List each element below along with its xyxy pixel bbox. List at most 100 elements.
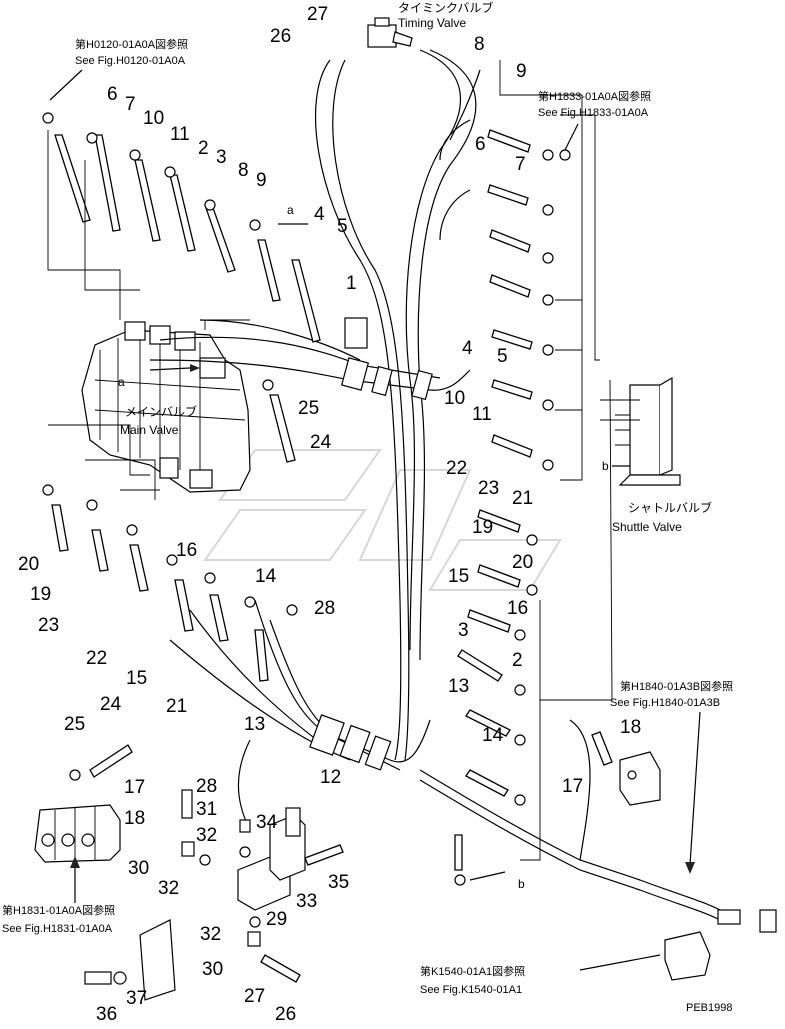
arrow-b-bottom xyxy=(469,871,506,881)
callout-23b: 23 xyxy=(38,615,59,636)
callout-17b: 17 xyxy=(124,777,145,798)
callout-2: 2 xyxy=(198,138,209,159)
ref-h1840-en: See Fig.H1840-01A3B xyxy=(610,697,720,709)
callout-4b: 4 xyxy=(462,338,473,359)
callout-11: 11 xyxy=(170,124,190,145)
callout-13b: 13 xyxy=(448,676,469,697)
callout-6: 6 xyxy=(107,84,118,105)
ref-h0120-leader xyxy=(49,69,83,101)
ref-h1833-en: See Fig.H1833-01A0A xyxy=(538,107,649,119)
callout-28: 28 xyxy=(314,598,335,619)
callout-14b: 14 xyxy=(482,725,504,746)
view-marker-a-top: a xyxy=(287,203,294,217)
timing-valve xyxy=(367,17,413,48)
callout-9: 9 xyxy=(516,61,527,82)
junction-block xyxy=(84,789,344,1001)
hose-clamps xyxy=(309,317,433,771)
callout-6b: 6 xyxy=(475,134,486,155)
main-valve xyxy=(81,321,251,493)
ref-h1840-leader xyxy=(689,711,701,866)
callout-27: 27 xyxy=(307,4,328,25)
callout-7: 7 xyxy=(125,94,136,115)
callout-24: 24 xyxy=(310,432,332,453)
ref-k1540-leader xyxy=(579,954,661,971)
shuttle-valve-label-en: Shuttle Valve xyxy=(612,520,682,534)
pilot-valve-block xyxy=(34,804,121,863)
callout-21b: 21 xyxy=(166,696,187,717)
callout-33: 33 xyxy=(296,891,317,912)
callout-8: 8 xyxy=(474,34,485,55)
ref-h1833-jp: 第H1833-01A0A図参照 xyxy=(538,89,651,103)
callout-15: 15 xyxy=(448,566,469,587)
callout-21: 21 xyxy=(512,488,533,509)
callout-30: 30 xyxy=(128,858,149,879)
leader-frame-right xyxy=(499,60,640,861)
callout-5: 5 xyxy=(337,216,348,237)
callout-18b: 18 xyxy=(124,808,145,829)
ref-h1831-en: See Fig.H1831-01A0A xyxy=(2,923,113,935)
callout-13: 13 xyxy=(244,714,265,735)
callout-14: 14 xyxy=(255,566,277,587)
callout-25: 25 xyxy=(298,398,319,419)
callout-30b: 30 xyxy=(202,959,223,980)
view-marker-b-shuttle: b xyxy=(602,459,609,473)
timing-valve-label-jp: タイミンクバルブ xyxy=(398,0,493,15)
main-valve-label-en: Main Valve xyxy=(120,423,179,437)
callout-26: 26 xyxy=(270,26,291,47)
callout-20: 20 xyxy=(512,552,533,573)
callout-4: 4 xyxy=(314,204,325,225)
ref-h0120-en: See Fig.H0120-01A0A xyxy=(75,55,186,67)
view-marker-b-bottom: b xyxy=(518,877,525,891)
callout-2b: 2 xyxy=(512,650,523,671)
main-valve-label-jp: メインバルブ xyxy=(125,404,197,419)
leader-frame-left xyxy=(47,130,250,500)
arrow-head-icon xyxy=(70,856,80,868)
callout-12: 12 xyxy=(320,767,341,788)
callout-25b: 25 xyxy=(64,714,85,735)
callout-22b: 22 xyxy=(86,648,107,669)
callout-10b: 10 xyxy=(444,388,465,409)
callout-11b: 11 xyxy=(472,404,492,425)
callout-3: 3 xyxy=(216,147,227,168)
callout-36: 36 xyxy=(96,1004,117,1025)
callout-29: 29 xyxy=(266,909,287,930)
callout-5b: 5 xyxy=(497,346,508,367)
ref-h0120-jp: 第H0120-01A0A図参照 xyxy=(75,37,188,51)
shuttle-valve-label-jp: シャトルバルブ xyxy=(628,500,712,515)
callout-34: 34 xyxy=(256,812,278,833)
callout-9b: 9 xyxy=(256,170,267,191)
callout-20b: 20 xyxy=(18,554,39,575)
ref-h1831-jp: 第H1831-01A0A図参照 xyxy=(2,903,115,917)
callout-19b: 19 xyxy=(30,584,51,605)
hose-assemblies-right xyxy=(454,129,613,886)
callout-8b: 8 xyxy=(238,160,249,181)
solenoid-valve-right xyxy=(619,751,777,981)
callout-10: 10 xyxy=(143,108,164,129)
arrow-a-main xyxy=(149,367,191,371)
callout-37: 37 xyxy=(126,988,147,1009)
callout-18: 18 xyxy=(620,717,641,738)
callout-22: 22 xyxy=(446,458,467,479)
drawing-code: PEB1998 xyxy=(686,1002,732,1014)
callout-16b: 16 xyxy=(507,598,528,619)
callout-numbers: 27 26 8 9 6 7 10 11 2 3 8 9 4 5 1 6 7 4 … xyxy=(18,4,641,1025)
callout-35: 35 xyxy=(328,872,349,893)
callout-32b: 32 xyxy=(158,878,179,899)
callout-27b: 27 xyxy=(244,986,265,1007)
callout-1: 1 xyxy=(346,273,357,294)
callout-16: 16 xyxy=(176,540,197,561)
timing-valve-label-en: Timing Valve xyxy=(398,16,466,30)
callout-7b: 7 xyxy=(515,154,526,175)
callout-24b: 24 xyxy=(100,694,122,715)
callout-23: 23 xyxy=(478,478,499,499)
callout-15b: 15 xyxy=(126,668,147,689)
view-marker-a-main: a xyxy=(118,375,125,389)
arrow-head-icon xyxy=(190,364,200,372)
callout-32: 32 xyxy=(196,825,217,846)
callout-31: 31 xyxy=(196,799,217,820)
ref-k1540-en: See Fig.K1540-01A1 xyxy=(420,984,522,996)
ref-h1833-leader xyxy=(564,123,579,151)
callout-26b: 26 xyxy=(275,1004,296,1025)
callout-19: 19 xyxy=(472,517,493,538)
